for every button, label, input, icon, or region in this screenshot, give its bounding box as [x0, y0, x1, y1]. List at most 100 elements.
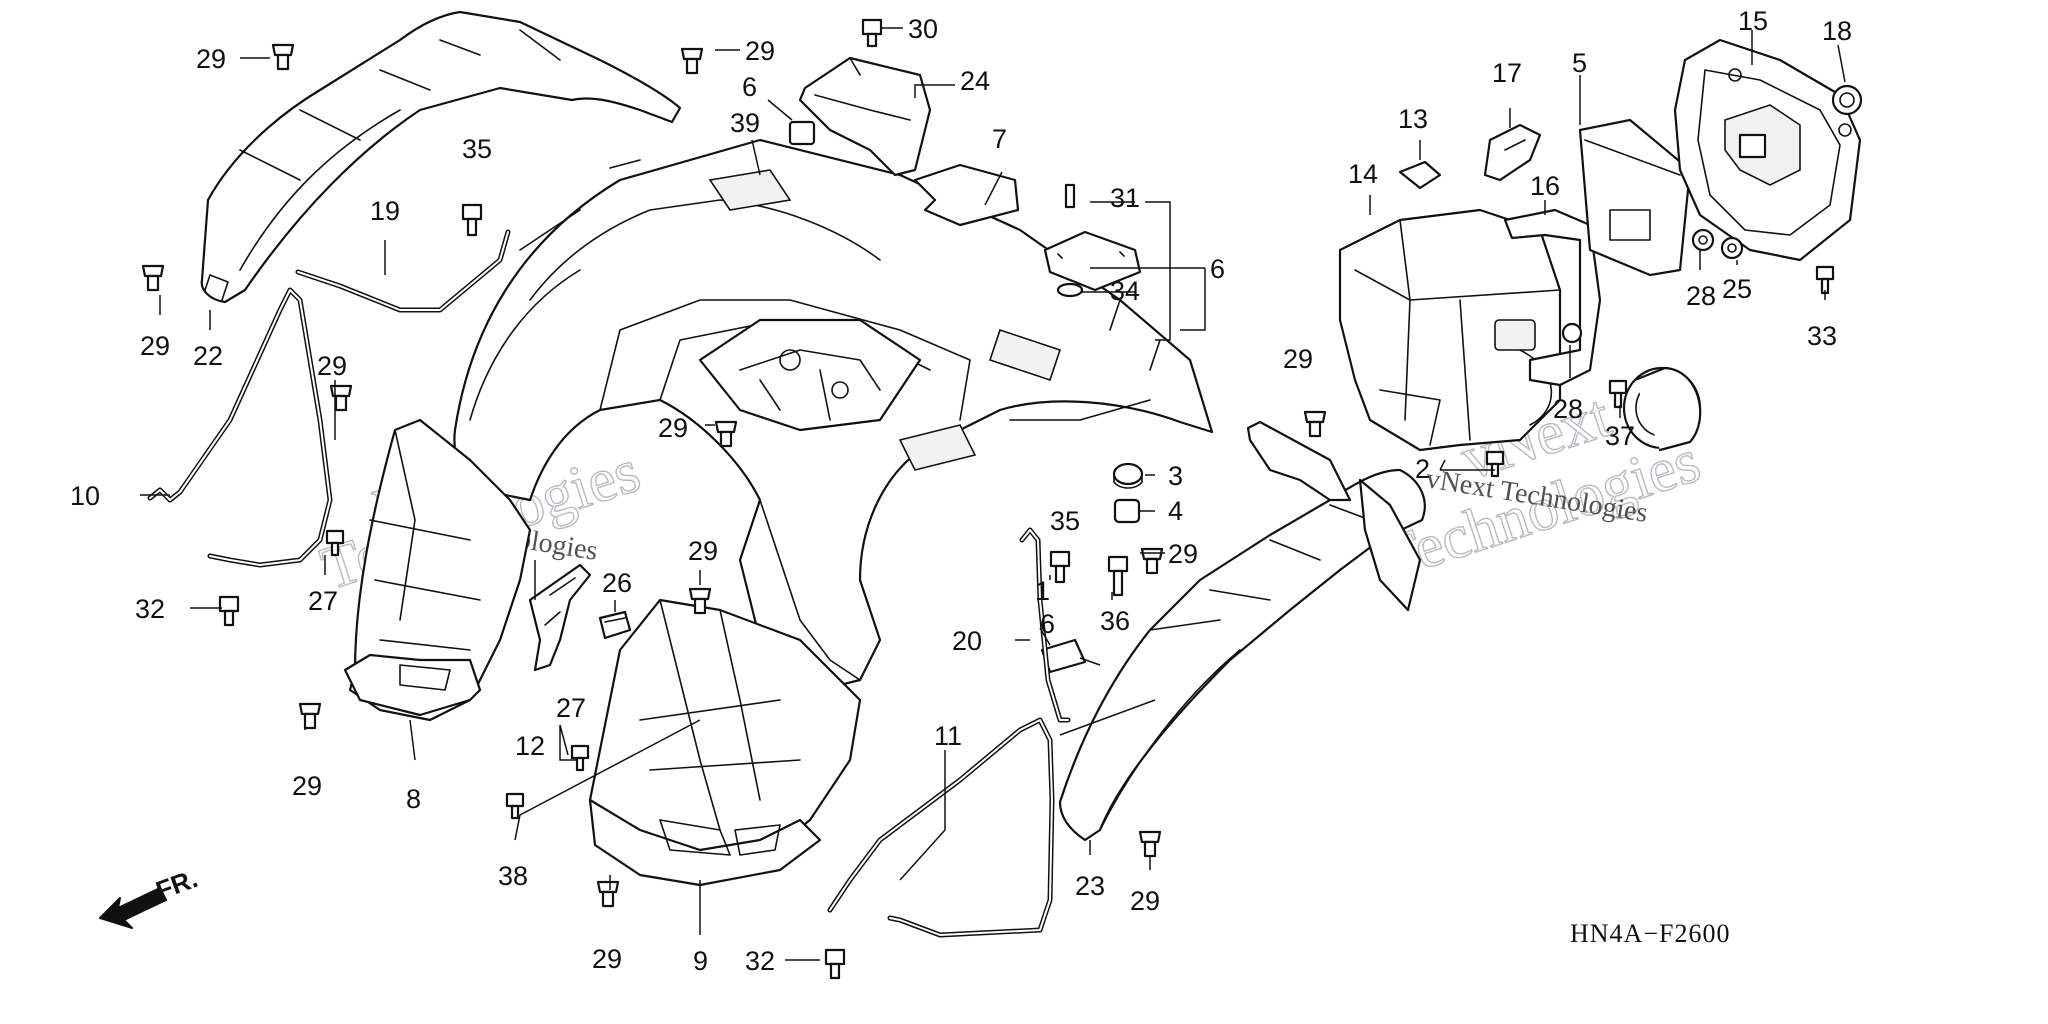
- bolt: [1107, 555, 1129, 597]
- stay-20: [1019, 527, 1071, 723]
- callout-12: 12: [515, 731, 545, 761]
- bolt: [570, 744, 590, 772]
- grommet-26: [598, 610, 632, 640]
- callout-36: 36: [1100, 606, 1130, 636]
- callout-39: 39: [730, 108, 760, 138]
- bolt: [461, 203, 483, 237]
- fasteners: [141, 18, 1835, 980]
- callout-5: 5: [1572, 48, 1587, 78]
- rear-fender-body: [453, 138, 1214, 692]
- rear-cover-15: [1673, 38, 1862, 262]
- callout-29: 29: [688, 536, 718, 566]
- callout-19: 19: [370, 196, 400, 226]
- callout-24: 24: [960, 66, 990, 96]
- callout-29: 29: [317, 351, 347, 381]
- bolt: [1064, 183, 1076, 209]
- front-direction-arrow: FR.: [99, 863, 202, 929]
- cover-plate-5: [1578, 118, 1692, 277]
- callout-27: 27: [556, 693, 586, 723]
- callout-28: 28: [1686, 281, 1716, 311]
- stay-19: [295, 229, 511, 313]
- callout-38: 38: [498, 861, 528, 891]
- callout-6: 6: [1210, 254, 1225, 284]
- guard-wire-10: [147, 287, 333, 568]
- clip-13: [1398, 160, 1442, 190]
- ring-18: [1831, 84, 1863, 116]
- battery-box-14: [1338, 208, 1562, 452]
- bolt: [1049, 550, 1071, 584]
- callout-22: 22: [193, 341, 223, 371]
- bolt: [1608, 379, 1628, 409]
- callout-3: 3: [1168, 461, 1183, 491]
- callout-15: 15: [1738, 6, 1768, 36]
- diagram-code: HN4A−F2600: [1570, 919, 1730, 948]
- nut-25: [1720, 236, 1744, 260]
- callout-35: 35: [1050, 506, 1080, 536]
- push-clip: [596, 880, 620, 908]
- cover-plate-24: [798, 56, 932, 177]
- callout-32: 32: [135, 594, 165, 624]
- callout-2: 2: [1415, 454, 1430, 484]
- leader-lines: [140, 27, 1846, 961]
- callout-27: 27: [308, 586, 338, 616]
- push-clip: [680, 47, 704, 75]
- callout-29: 29: [140, 331, 170, 361]
- push-clip: [1138, 830, 1162, 858]
- pad-7: [913, 163, 1020, 227]
- callout-18: 18: [1822, 16, 1852, 46]
- callout-7: 7: [992, 124, 1007, 154]
- bolt: [218, 595, 240, 627]
- bolt: [325, 529, 345, 557]
- grommet-3: [1112, 462, 1144, 489]
- lid-plate: [1043, 230, 1142, 298]
- callout-29: 29: [196, 44, 226, 74]
- collar-4: [1113, 498, 1141, 524]
- callout-6: 6: [1040, 609, 1055, 639]
- callout-20: 20: [952, 626, 982, 656]
- callout-13: 13: [1398, 104, 1428, 134]
- push-clip: [688, 587, 712, 615]
- push-clip: [1140, 547, 1164, 575]
- nut-28b: [1561, 322, 1583, 344]
- push-clip: [298, 702, 322, 730]
- push-clip: [271, 43, 295, 71]
- fender-flare-left: [200, 10, 682, 304]
- callout-32: 32: [745, 946, 775, 976]
- bracket-17: [1483, 123, 1542, 182]
- callout-17: 17: [1492, 58, 1522, 88]
- callout-16: 16: [1530, 171, 1560, 201]
- mud-guard-center: [588, 598, 862, 887]
- bolt: [505, 792, 525, 820]
- seal-39: [788, 120, 816, 146]
- mud-guard-left: [343, 418, 532, 722]
- callout-labels: 29 29 30 24 6 39 7 31 34 6 35 19 29 22 2…: [70, 6, 1852, 976]
- bolt: [861, 18, 883, 48]
- callout-31: 31: [1110, 183, 1140, 213]
- callout-34: 34: [1110, 276, 1140, 306]
- callout-1: 1: [1035, 576, 1050, 606]
- callout-10: 10: [70, 481, 100, 511]
- nut-28: [1691, 228, 1715, 252]
- callout-4: 4: [1168, 496, 1183, 526]
- bolt: [1815, 265, 1835, 295]
- callout-9: 9: [693, 946, 708, 976]
- bracket-12: [528, 563, 592, 672]
- callout-25: 25: [1722, 274, 1752, 304]
- callout-8: 8: [406, 784, 421, 814]
- guard-wire-11: [827, 717, 1055, 938]
- push-clip: [329, 384, 353, 412]
- callout-29: 29: [292, 771, 322, 801]
- fender-flare-right: [1058, 420, 1426, 842]
- bolt: [824, 948, 846, 980]
- callout-29: 29: [1130, 886, 1160, 916]
- callout-29: 29: [592, 944, 622, 974]
- callout-11: 11: [934, 721, 962, 751]
- callout-29: 29: [1283, 344, 1313, 374]
- tape-roll-37: [1622, 366, 1702, 452]
- front-label: FR.: [152, 863, 202, 906]
- callout-23: 23: [1075, 871, 1105, 901]
- push-clip: [141, 264, 165, 292]
- callout-14: 14: [1348, 159, 1378, 189]
- callout-29: 29: [745, 36, 775, 66]
- callout-35: 35: [462, 134, 492, 164]
